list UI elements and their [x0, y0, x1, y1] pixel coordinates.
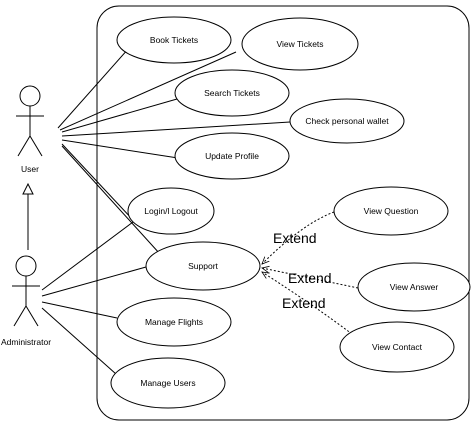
stick-figure-icon — [16, 85, 44, 157]
admin-associations — [41, 221, 147, 375]
actor-user[interactable]: User — [16, 85, 44, 174]
user-associations — [57, 47, 291, 255]
use-case-view-answer[interactable]: View Answer — [357, 262, 471, 312]
use-case-manage-flights[interactable]: Manage Flights — [116, 297, 232, 347]
extend-label-contact: Extend — [282, 295, 326, 311]
use-case-view-contact-label: View Contact — [372, 342, 423, 352]
stick-figure-icon — [12, 255, 40, 327]
system-boundary — [96, 5, 470, 421]
use-case-view-contact[interactable]: View Contact — [339, 321, 455, 373]
use-case-manage-users-label: Manage Users — [140, 378, 195, 388]
use-case-manage-flights-label: Manage Flights — [145, 317, 203, 327]
use-case-book-tickets-label: Book Tickets — [150, 35, 198, 45]
use-case-update-profile[interactable]: Update Profile — [174, 132, 290, 180]
generalization-admin-user — [22, 182, 34, 250]
use-case-view-question[interactable]: View Question — [333, 186, 449, 236]
use-case-support[interactable]: Support — [145, 241, 261, 291]
use-case-book-tickets[interactable]: Book Tickets — [116, 16, 232, 64]
actor-user-label: User — [21, 164, 39, 174]
use-case-support-label: Support — [188, 261, 218, 271]
use-case-search-tickets[interactable]: Search Tickets — [174, 69, 290, 117]
use-case-view-tickets[interactable]: View Tickets — [241, 17, 359, 71]
use-case-view-tickets-label: View Tickets — [276, 39, 323, 49]
use-case-login-logout[interactable]: Login/l Logout — [127, 187, 215, 235]
use-case-view-answer-label: View Answer — [390, 282, 439, 292]
use-case-view-question-label: View Question — [364, 206, 419, 216]
use-case-search-tickets-label: Search Tickets — [204, 88, 260, 98]
extend-label-answer: Extend — [288, 270, 332, 286]
actor-administrator[interactable]: Administrator — [1, 255, 51, 347]
use-case-update-profile-label: Update Profile — [205, 151, 259, 161]
use-case-manage-users[interactable]: Manage Users — [110, 357, 226, 409]
extend-label-question: Extend — [273, 230, 317, 246]
actor-administrator-label: Administrator — [1, 337, 51, 347]
use-case-check-wallet-label: Check personal wallet — [305, 116, 389, 126]
extend-relations: Extend Extend Extend — [262, 211, 359, 335]
use-case-login-logout-label: Login/l Logout — [144, 206, 198, 216]
use-case-check-wallet[interactable]: Check personal wallet — [289, 98, 405, 144]
